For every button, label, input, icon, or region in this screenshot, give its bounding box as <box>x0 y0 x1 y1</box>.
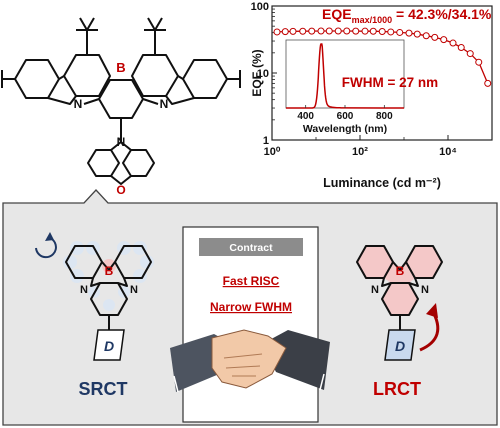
eqe-data-point <box>352 27 360 35</box>
eqe-data-point <box>289 27 297 35</box>
lrct-boron-label: B <box>396 264 405 278</box>
eqe-data-point <box>273 28 281 36</box>
eqe-data-point <box>299 27 307 35</box>
molecule-bonds <box>1 17 241 185</box>
contract-title: Contract <box>229 242 273 254</box>
lrct-molecule: B N N D <box>356 245 443 361</box>
eqe-data-point <box>317 27 325 35</box>
eqe-data-point <box>387 28 395 36</box>
nitrogen-atom-label-right: N <box>160 97 169 111</box>
eqe-data-point <box>449 39 457 47</box>
x-tick-label: 10² <box>352 146 368 158</box>
lrct-arrowhead <box>426 303 438 318</box>
srct-nitrogen-left: N <box>80 284 88 296</box>
lrct-nitrogen-left: N <box>371 284 379 296</box>
srct-circular-arrow <box>35 237 57 259</box>
srct-boron-label: B <box>105 264 114 278</box>
eqe-chart: 100 10 1 10⁰ 10² 10⁴ 400 600 800 Wavelength (n… <box>250 1 493 190</box>
eqe-data-point <box>422 32 430 40</box>
x-tick-label: 10⁰ <box>264 146 281 158</box>
y-axis-label: EQE (%) <box>250 49 264 96</box>
contract-line-1: Fast RISC <box>223 274 280 288</box>
boron-atom-label: B <box>116 60 125 75</box>
eqe-data-point <box>396 28 404 36</box>
inset-tick-label: 400 <box>297 111 314 122</box>
inset-x-label: Wavelength (nm) <box>303 123 387 135</box>
handshake-illustration <box>170 329 330 393</box>
srct-label: SRCT <box>79 379 128 399</box>
eqe-annotation: EQEmax/1000 = 42.3%/34.1% <box>322 6 492 25</box>
nitrogen-atom-label-bottom: N <box>117 135 126 149</box>
contract-line-2: Narrow FWHM <box>210 300 292 314</box>
eqe-data-point <box>281 28 289 36</box>
eqe-data-point <box>431 33 439 41</box>
lrct-label: LRCT <box>373 379 421 399</box>
srct-nitrogen-right: N <box>130 284 138 296</box>
x-axis-label: Luminance (cd m⁻²) <box>323 176 441 190</box>
el-spectrum-curve <box>286 43 405 109</box>
eqe-data-point <box>466 50 474 58</box>
eqe-data-point <box>440 36 448 44</box>
lrct-donor-box <box>384 329 416 361</box>
inset-tick-label: 600 <box>337 111 354 122</box>
y-tick-label: 100 <box>251 1 269 13</box>
eqe-data-point <box>334 27 342 35</box>
srct-donor-box <box>93 329 125 361</box>
eqe-data-point <box>413 30 421 38</box>
eqe-data-point <box>361 27 369 35</box>
eqe-data-point <box>369 27 377 35</box>
eqe-data-point <box>325 27 333 35</box>
inset-tick-label: 800 <box>376 111 393 122</box>
contract-title-bar <box>199 238 303 256</box>
eqe-data-point <box>308 27 316 35</box>
eqe-data-point <box>475 58 483 66</box>
lrct-donor-label: D <box>395 338 405 354</box>
y-tick-label: 10 <box>257 68 269 80</box>
top-molecule: B N N N O <box>1 17 241 197</box>
srct-molecule: B N N D <box>63 241 154 361</box>
eqe-data-point <box>343 27 351 35</box>
x-tick-label: 10⁴ <box>439 146 457 158</box>
y-tick-label: 1 <box>263 135 269 147</box>
srct-arrowhead <box>45 232 54 241</box>
srct-donor-label: D <box>104 338 114 354</box>
eqe-data-point <box>484 79 492 87</box>
nitrogen-atom-label-left: N <box>74 97 83 111</box>
fwhm-annotation: FWHM = 27 nm <box>342 75 438 90</box>
oxygen-atom-label: O <box>116 183 125 197</box>
eqe-data-point <box>405 29 413 37</box>
contract-card <box>182 226 319 423</box>
eqe-data-point <box>457 44 465 52</box>
eqe-data-point <box>378 28 386 36</box>
lrct-nitrogen-right: N <box>421 284 429 296</box>
